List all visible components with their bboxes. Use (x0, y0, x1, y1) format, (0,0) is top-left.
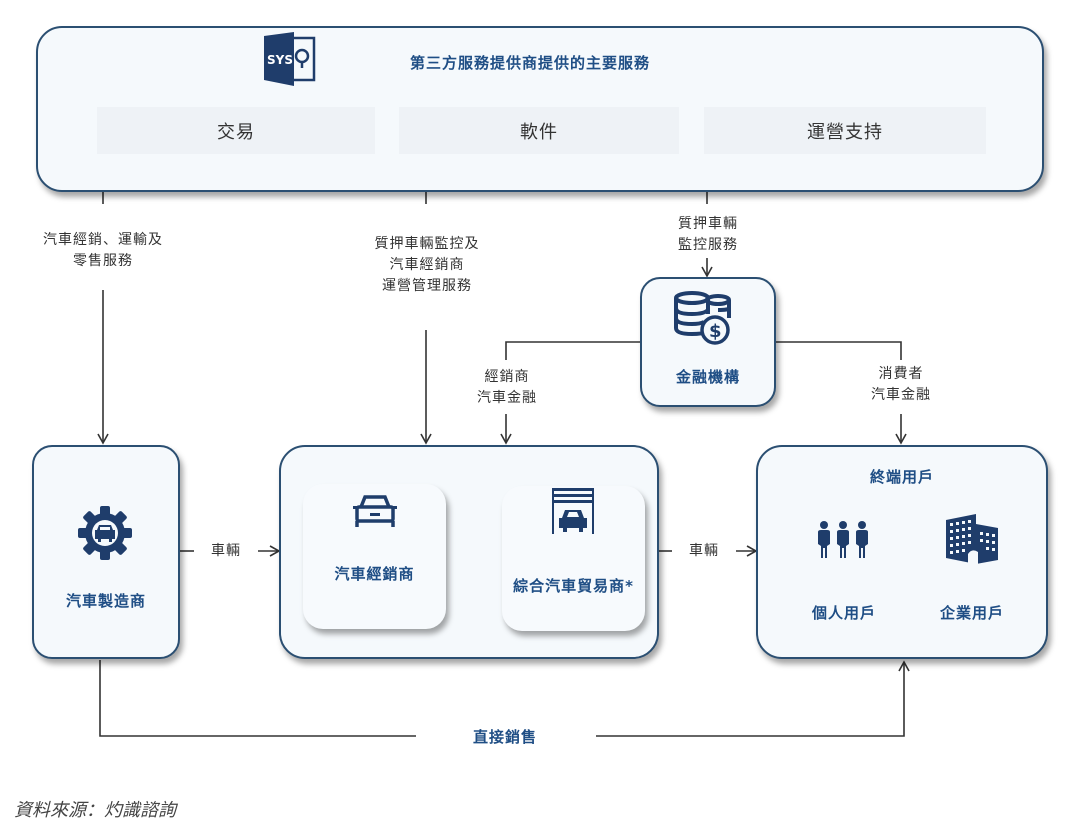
flow-label-to-manufacturer: 汽車經銷、運輸及 零售服務 (43, 232, 163, 269)
line-finance-dealers (505, 341, 640, 360)
flow-label-to-dealer-group: 質押車輛監控及 汽車經銷商 運營管理服務 (374, 236, 480, 294)
source-note: 資料來源：灼識諮詢 (14, 800, 176, 821)
service-chip-software: 軟件 (399, 107, 679, 154)
individual-users-label: 個人用戶 (811, 604, 876, 622)
people-icon (816, 520, 870, 564)
svg-text:$: $ (709, 321, 722, 342)
service-chip-trading: 交易 (97, 107, 375, 154)
line-direct-sales-left (99, 660, 416, 737)
flow-label-vehicles-2: 車輛 (689, 543, 719, 559)
car-icon (353, 493, 397, 533)
flow-label-vehicles-1: 車輛 (211, 543, 241, 559)
service-chip-operations: 運營支持 (704, 107, 986, 154)
enterprise-users-label: 企業用戶 (939, 604, 1004, 622)
gear-car-icon (76, 505, 134, 565)
svg-text:SYS: SYS (267, 53, 293, 67)
manufacturer-label: 汽車製造商 (65, 592, 146, 610)
coins-dollar-icon: $ (672, 290, 734, 350)
trader-label: 綜合汽車貿易商* (513, 577, 634, 595)
flow-label-direct-sales: 直接銷售 (472, 728, 537, 746)
end-users-box (756, 445, 1048, 659)
building-icon (946, 514, 1000, 570)
line-finance-consumers (775, 341, 902, 360)
finance-institution-label: 金融機構 (675, 368, 740, 386)
flow-label-to-finance: 質押車輛 監控服務 (678, 216, 738, 253)
end-users-title: 終端用戶 (869, 468, 934, 486)
flow-label-dealer-finance: 經銷商 汽車金融 (477, 369, 537, 406)
providers-title: 第三方服務提供商提供的主要服務 (410, 54, 651, 72)
flow-label-consumer-finance: 消費者 汽車金融 (871, 366, 931, 403)
arrow-direct-sales-right (596, 660, 910, 737)
garage-car-icon (552, 488, 594, 538)
sys-logo-icon: SYS (262, 32, 318, 90)
dealer-label: 汽車經銷商 (334, 565, 415, 583)
